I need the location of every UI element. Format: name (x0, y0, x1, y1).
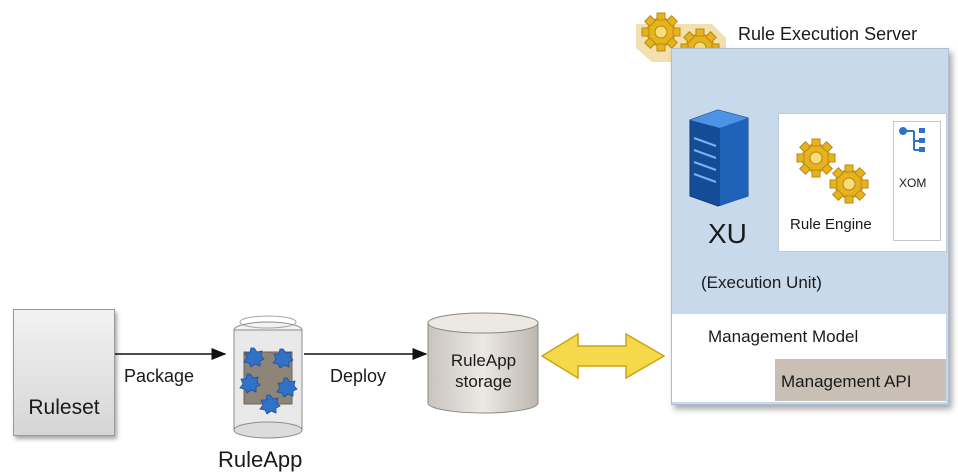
rule-engine-label: Rule Engine (790, 216, 872, 233)
server-title: Rule Execution Server (738, 24, 918, 44)
xu-label: XU (708, 218, 747, 249)
management-api-area (775, 359, 946, 401)
ruleapp-jar-icon (233, 315, 303, 439)
storage-label-line1: RuleApp (450, 351, 517, 370)
deploy-label: Deploy (330, 366, 387, 386)
xom-label: XOM (899, 176, 927, 190)
package-label: Package (124, 366, 195, 386)
storage-label-line2: storage (455, 372, 512, 391)
ruleset-box: Ruleset (13, 309, 115, 436)
storage-cylinder-icon (427, 312, 539, 414)
execution-unit-label: (Execution Unit) (701, 273, 822, 292)
ruleset-label: Ruleset (28, 396, 100, 419)
ruleapp-label: RuleApp (218, 447, 303, 472)
double-arrow (540, 332, 666, 380)
management-api-label: Management API (781, 372, 912, 391)
storage-label: RuleApp storage (428, 350, 539, 392)
management-model-label: Management Model (708, 327, 859, 346)
